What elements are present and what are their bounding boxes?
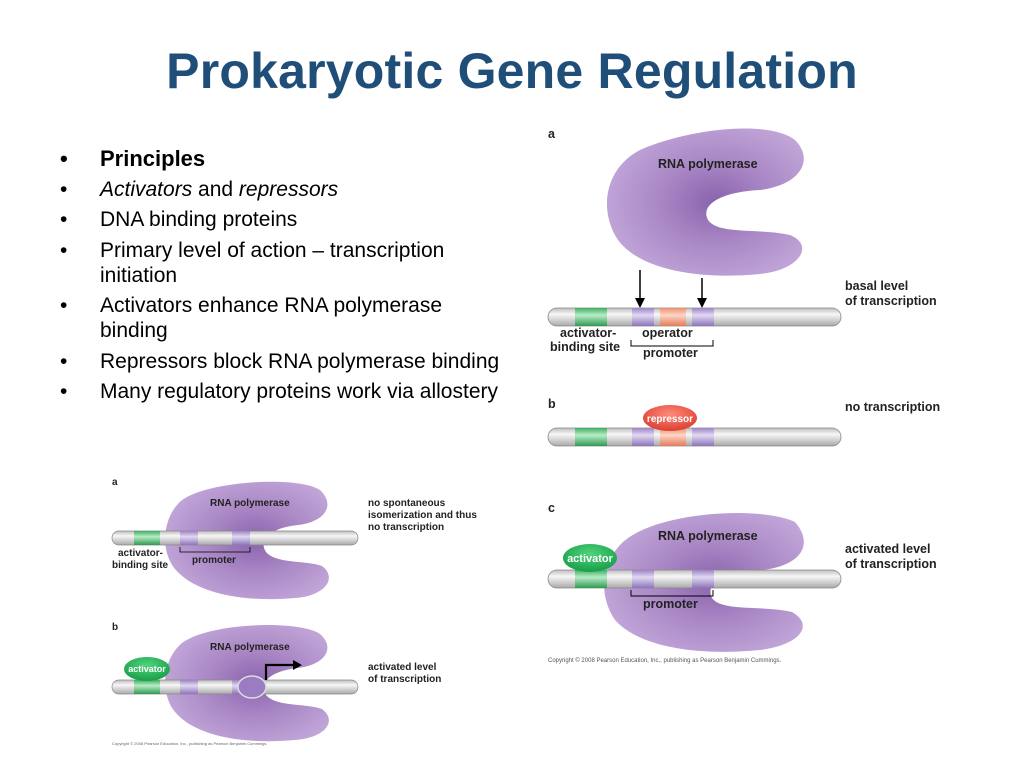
bullet-text: Activators enhance RNA polymerase bindin… xyxy=(100,294,442,342)
operator-label: operator xyxy=(642,326,693,340)
activator-binding-site-segment xyxy=(134,680,160,694)
bullet-item: • Primary level of action – transcription… xyxy=(60,238,510,288)
state-label: no spontaneous xyxy=(368,498,446,509)
promoter-label: promoter xyxy=(643,346,698,360)
promoter-segment xyxy=(632,428,654,446)
state-label: no transcription xyxy=(845,400,940,414)
rna-polymerase-shape xyxy=(165,625,329,742)
panel-a-letter: a xyxy=(548,127,556,141)
bullet-list: • Principles • Activators and repressors •… xyxy=(60,146,510,410)
slide-title: Prokaryotic Gene Regulation xyxy=(166,43,858,99)
panel-b-letter: b xyxy=(548,397,556,411)
promoter-segment xyxy=(692,428,714,446)
activator-binding-site-segment xyxy=(575,570,607,588)
activator-binding-site-label: activator- xyxy=(560,326,616,340)
bullet-item: • Many regulatory proteins work via allos… xyxy=(60,379,510,404)
promoter-bracket xyxy=(630,340,714,347)
state-label: basal level xyxy=(845,279,908,293)
promoter-bracket xyxy=(179,547,251,553)
activator-label: activator xyxy=(128,664,166,674)
promoter-segment xyxy=(632,308,654,326)
bullet-item: • Activators enhance RNA polymerase bindi… xyxy=(60,293,510,343)
state-label: activated level xyxy=(368,662,437,673)
activator-binding-site-segment xyxy=(134,531,160,545)
bullet-dot: • xyxy=(60,208,68,231)
promoter-segment xyxy=(232,531,250,545)
promoter-label: promoter xyxy=(192,555,236,566)
bullet-text: and xyxy=(192,177,239,201)
bullet-text: Principles xyxy=(100,146,206,171)
rna-polymerase-label: RNA polymerase xyxy=(658,529,758,543)
rna-polymerase-label: RNA polymerase xyxy=(210,642,290,653)
arrow-head xyxy=(697,298,707,308)
panel-c-letter: c xyxy=(548,501,555,515)
activator-binding-site-label: binding site xyxy=(112,560,169,571)
dna-strand xyxy=(547,569,842,589)
activator-protein xyxy=(124,657,170,681)
bullet-item: • Repressors block RNA polymerase binding xyxy=(60,349,510,374)
bullet-dot: • xyxy=(60,238,68,262)
bullet-text: Repressors block RNA polymerase binding xyxy=(100,349,500,373)
state-label: of transcription xyxy=(368,674,441,685)
arrow-head xyxy=(635,298,645,308)
dna-strand xyxy=(547,427,842,447)
rna-polymerase-shape xyxy=(604,513,804,652)
promoter-segment xyxy=(692,570,714,588)
panel-b-letter: b xyxy=(112,622,118,633)
panel-a-letter: a xyxy=(112,477,118,488)
promoter-bracket xyxy=(630,590,714,597)
activator-binding-site-segment xyxy=(575,428,607,446)
rna-polymerase-shape xyxy=(165,481,329,600)
rna-polymerase-shape xyxy=(606,128,804,276)
bullet-dot: • xyxy=(60,146,68,171)
promoter-segment xyxy=(232,680,250,694)
state-label: of transcription xyxy=(845,557,937,571)
dna-strand xyxy=(111,679,359,695)
promoter-segment xyxy=(632,570,654,588)
operator-segment xyxy=(660,308,686,326)
activator-binding-site-segment xyxy=(575,308,607,326)
bullet-dot: • xyxy=(60,294,68,317)
state-label: no transcription xyxy=(368,522,444,533)
arrow-head xyxy=(293,660,302,670)
bullet-item: • Activators and repressors xyxy=(60,177,510,202)
open-complex-bubble xyxy=(237,675,267,699)
bullet-text: DNA binding proteins xyxy=(100,208,298,231)
state-label: activated level xyxy=(845,542,930,556)
bullet-dot: • xyxy=(60,380,68,403)
promoter-segment xyxy=(692,308,714,326)
bullet-item: • DNA binding proteins xyxy=(60,207,510,232)
dna-strand xyxy=(547,307,842,327)
promoter-segment xyxy=(180,680,198,694)
bullet-text: Primary level of action – transcription … xyxy=(100,238,445,287)
copyright-text: Copyright © 2008 Pearson Education, Inc.… xyxy=(112,741,267,746)
activator-protein xyxy=(563,544,617,572)
rna-polymerase-label: RNA polymerase xyxy=(210,498,290,509)
activator-binding-site-label: activator- xyxy=(118,548,163,559)
bullet-text: Many regulatory proteins work via allost… xyxy=(100,380,498,403)
rna-polymerase-label: RNA polymerase xyxy=(658,157,758,171)
state-label: isomerization and thus xyxy=(368,510,477,521)
state-label: of transcription xyxy=(845,294,937,308)
copyright-text: Copyright © 2008 Pearson Education, Inc.… xyxy=(548,657,782,664)
bullet-item: • Principles xyxy=(60,146,510,171)
operator-segment xyxy=(660,428,686,446)
dna-strand xyxy=(111,530,359,546)
transcription-start-arrow xyxy=(264,663,296,680)
bullet-dot: • xyxy=(60,349,68,373)
promoter-segment xyxy=(180,531,198,545)
repressor-protein xyxy=(643,405,697,431)
bullet-text-italic: repressors xyxy=(238,177,339,201)
activator-label: activator xyxy=(567,553,614,565)
promoter-label: promoter xyxy=(643,597,698,611)
bullet-text-italic: Activators xyxy=(100,177,193,201)
repressor-label: repressor xyxy=(647,414,693,425)
bullet-dot: • xyxy=(60,177,68,201)
activator-binding-site-label: binding site xyxy=(550,340,620,354)
left-figure: a RNA polymerase activator- binding site… xyxy=(111,477,477,746)
